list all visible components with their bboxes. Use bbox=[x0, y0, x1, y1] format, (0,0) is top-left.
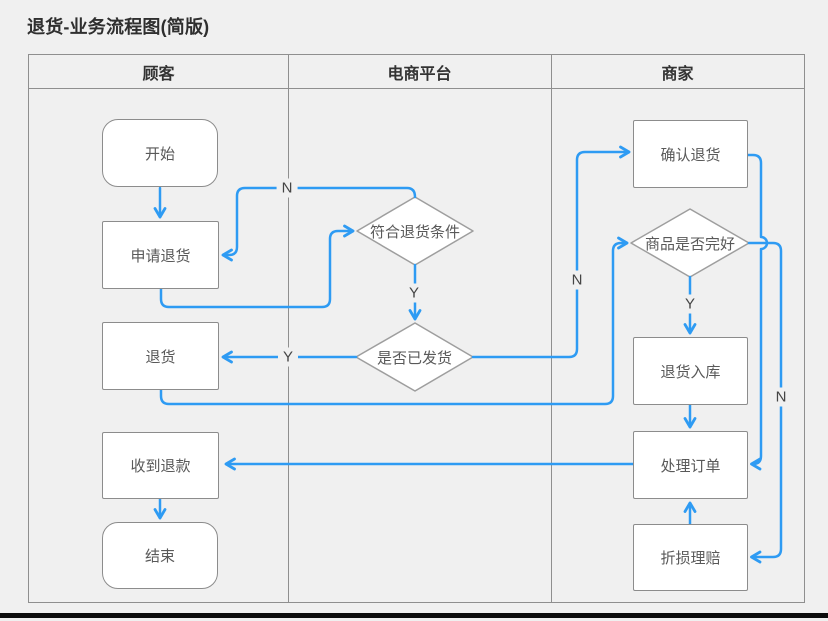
branch-label-n-shipped: N bbox=[566, 270, 588, 290]
node-return-warehouse-label: 退货入库 bbox=[660, 363, 721, 381]
node-confirm-return-label: 确认退货 bbox=[660, 146, 721, 164]
node-process-order: 处理订单 bbox=[633, 431, 748, 499]
node-start-label: 开始 bbox=[144, 145, 175, 163]
window-bottom-edge bbox=[0, 613, 828, 618]
node-apply-return-label: 申请退货 bbox=[130, 247, 191, 265]
swimlane-table: 顾客 电商平台 商家 bbox=[28, 54, 805, 603]
node-confirm-return: 确认退货 bbox=[633, 120, 748, 188]
lane-header-row: 顾客 电商平台 商家 bbox=[29, 55, 804, 89]
node-receive-refund: 收到退款 bbox=[102, 432, 219, 499]
branch-label-y-intact: Y bbox=[679, 294, 701, 314]
node-end: 结束 bbox=[102, 522, 218, 589]
node-start: 开始 bbox=[102, 119, 218, 187]
node-apply-return: 申请退货 bbox=[102, 221, 219, 289]
node-return-goods: 退货 bbox=[102, 322, 219, 390]
lane-divider-2 bbox=[551, 55, 552, 602]
page-title: 退货-业务流程图(简版) bbox=[27, 17, 210, 37]
branch-label-n-match: N bbox=[276, 178, 298, 198]
branch-label-y-match: Y bbox=[403, 283, 425, 303]
lane-header-merchant: 商家 bbox=[661, 65, 694, 83]
branch-label-n-intact: N bbox=[770, 387, 792, 407]
branch-label-y-shipped: Y bbox=[277, 347, 299, 367]
node-process-order-label: 处理订单 bbox=[660, 457, 721, 475]
node-damage-claim-label: 折损理赔 bbox=[660, 550, 721, 567]
node-return-warehouse: 退货入库 bbox=[633, 337, 748, 405]
node-receive-refund-label: 收到退款 bbox=[130, 458, 191, 475]
node-end-label: 结束 bbox=[144, 548, 175, 565]
node-damage-claim: 折损理赔 bbox=[633, 524, 748, 591]
node-return-goods-label: 退货 bbox=[145, 348, 176, 366]
lane-header-platform: 电商平台 bbox=[387, 65, 452, 83]
lane-header-customer: 顾客 bbox=[142, 65, 175, 83]
lane-divider-1 bbox=[288, 55, 289, 602]
